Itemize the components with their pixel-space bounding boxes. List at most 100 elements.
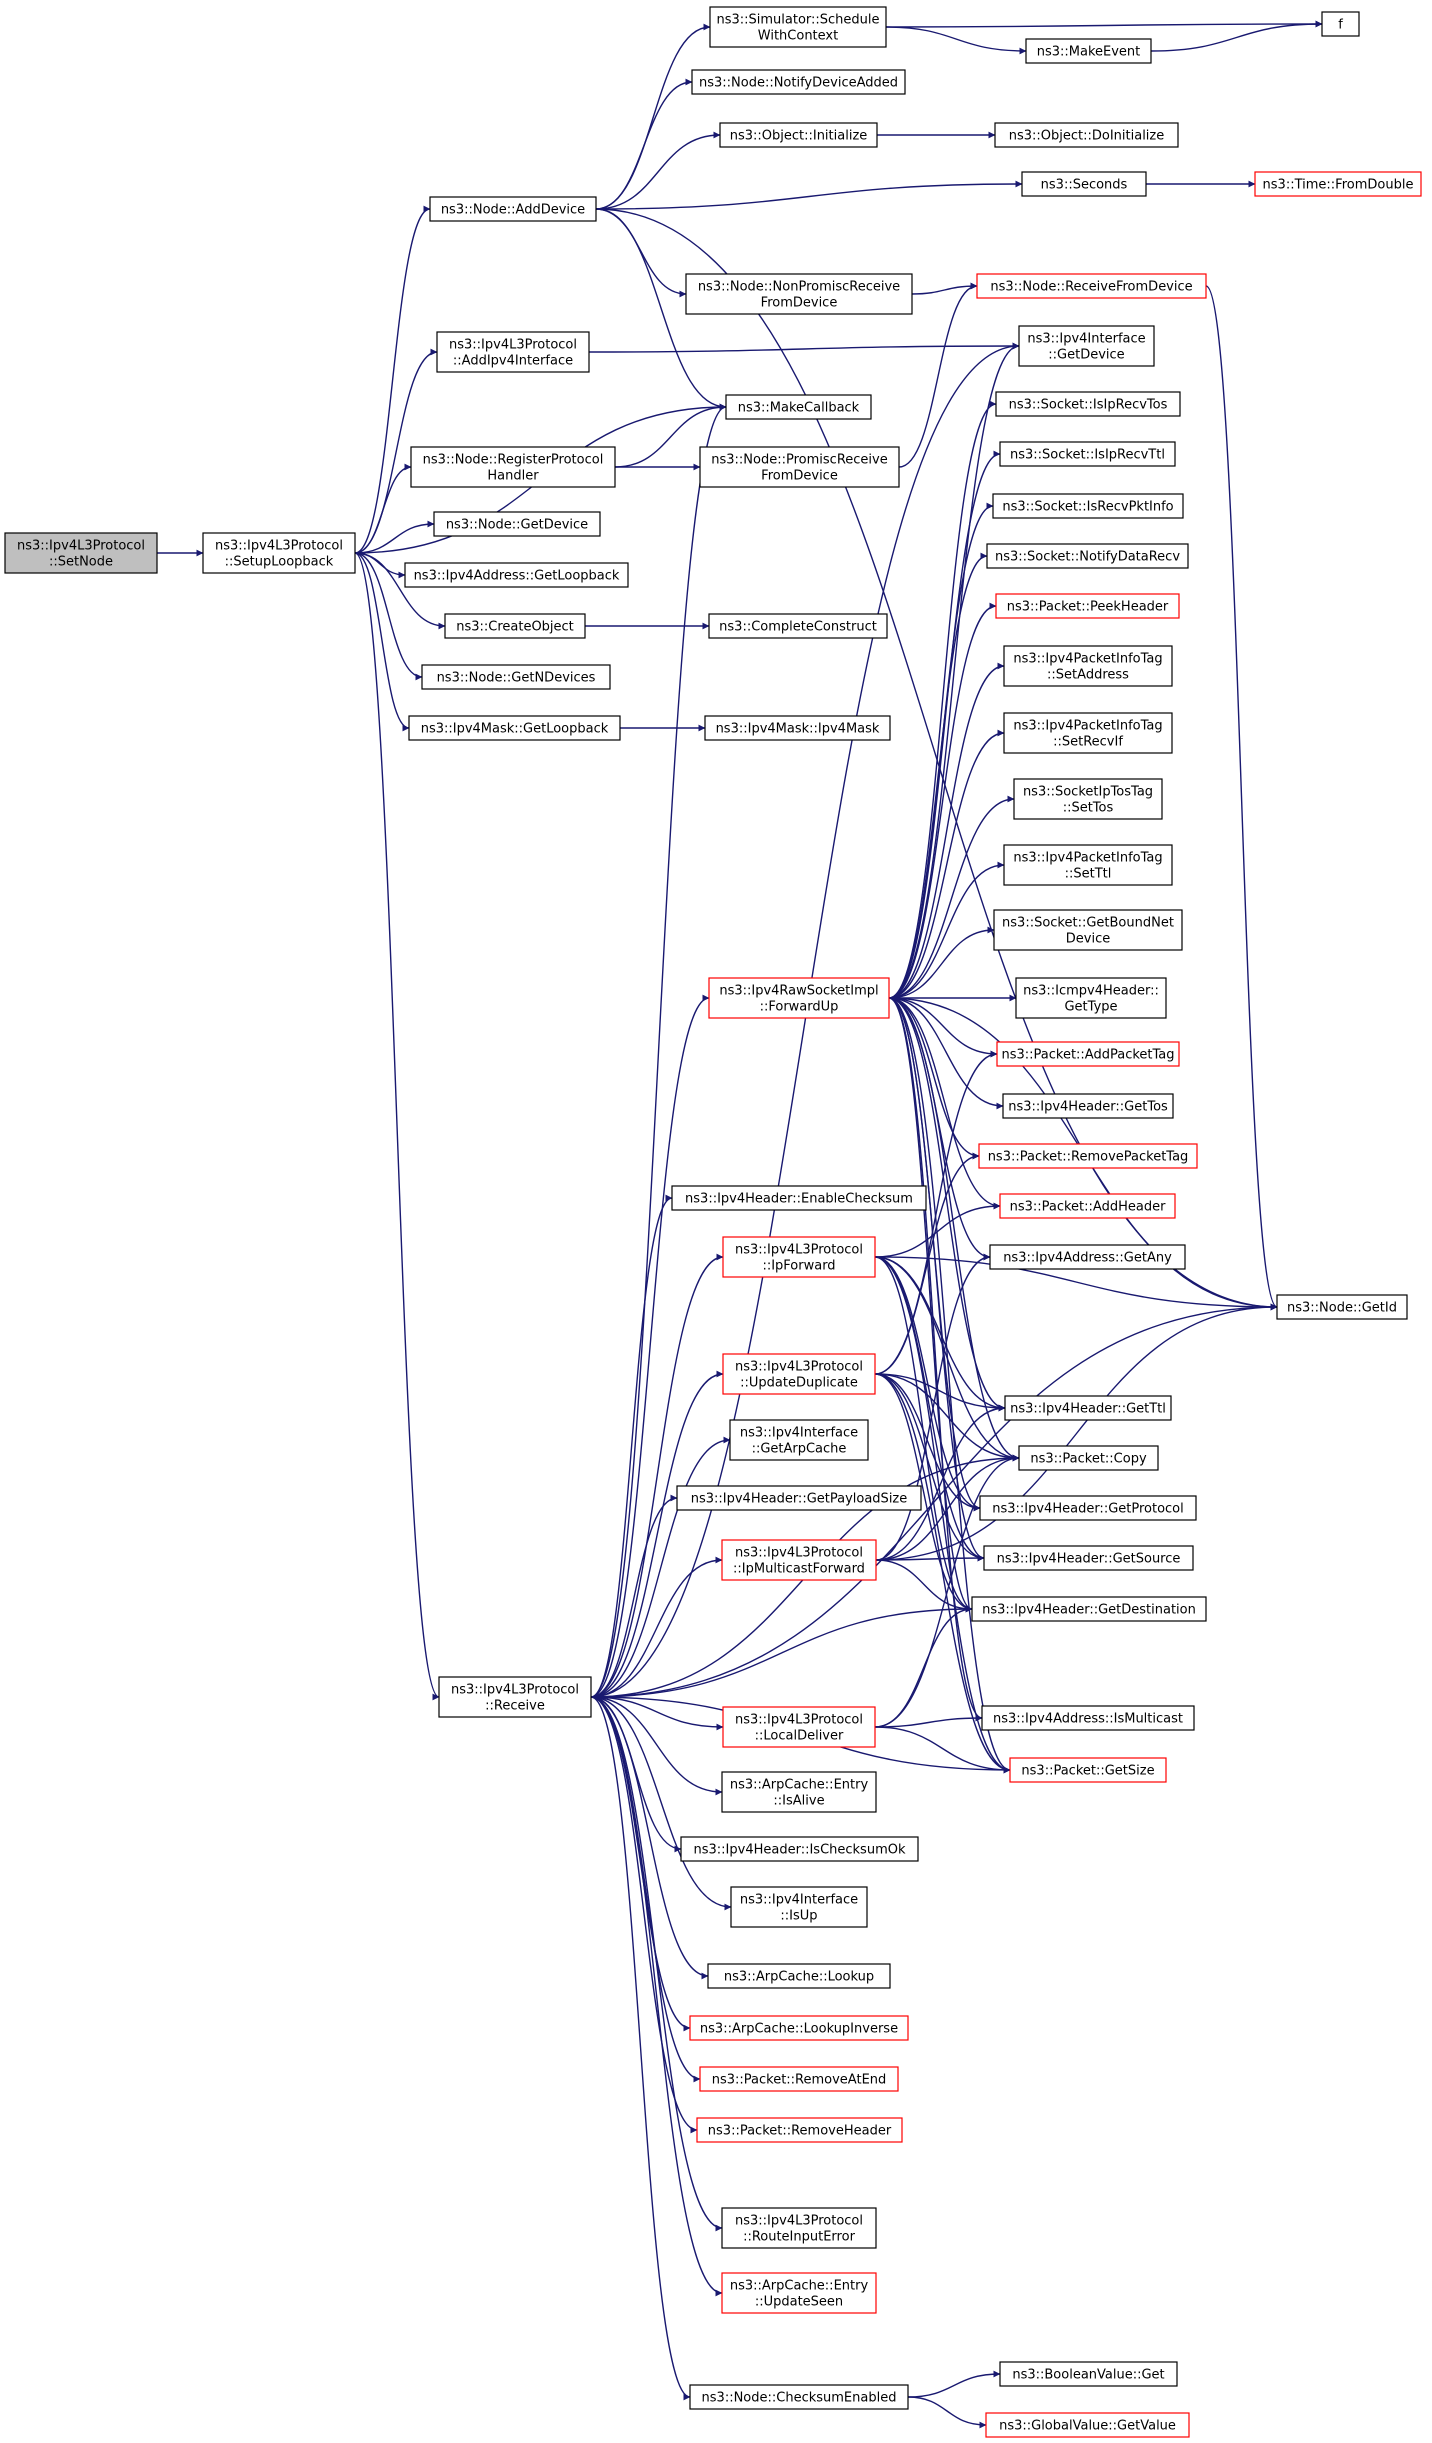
node-label-line: ns3::ArpCache::Lookup xyxy=(724,1970,874,1985)
node-ipv4header-get-tos[interactable]: ns3::Ipv4Header::GetTos xyxy=(1002,1093,1174,1119)
node-socket-notify-data-recv[interactable]: ns3::Socket::NotifyDataRecv xyxy=(986,543,1189,569)
node-node-checksum-enabled[interactable]: ns3::Node::ChecksumEnabled xyxy=(689,2384,909,2410)
node-packet-copy[interactable]: ns3::Packet::Copy xyxy=(1018,1445,1159,1471)
edge-register_protocol_handler-to-make_callback xyxy=(614,403,727,468)
node-ipv4address-is-multicast[interactable]: ns3::Ipv4Address::IsMulticast xyxy=(981,1705,1195,1731)
node-create-object[interactable]: ns3::CreateObject xyxy=(444,613,586,639)
node-ipv4interface-get-device[interactable]: ns3::Ipv4Interface::GetDevice xyxy=(1018,325,1155,367)
edge-node_add_device-to-notify_device_added xyxy=(595,78,693,210)
node-complete-construct[interactable]: ns3::CompleteConstruct xyxy=(708,613,888,639)
node-ipv4header-get-ttl[interactable]: ns3::Ipv4Header::GetTtl xyxy=(1004,1395,1172,1421)
node-local-deliver[interactable]: ns3::Ipv4L3Protocol::LocalDeliver xyxy=(722,1706,876,1748)
node-ipv4header-enable-checksum[interactable]: ns3::Ipv4Header::EnableChecksum xyxy=(671,1185,927,1211)
node-socket-is-ip-recv-ttl[interactable]: ns3::Socket::IsIpRecvTtl xyxy=(999,441,1176,467)
node-ipv4mask-get-loopback[interactable]: ns3::Ipv4Mask::GetLoopback xyxy=(408,715,621,741)
node-label-line: ns3::Ipv4Header::GetProtocol xyxy=(992,1502,1184,1517)
node-box xyxy=(685,273,913,315)
node-box xyxy=(1003,712,1173,754)
node-label-line: WithContext xyxy=(758,29,838,44)
node-socket-is-ip-recv-tos[interactable]: ns3::Socket::IsIpRecvTos xyxy=(995,391,1181,417)
node-arp-cache-entry-is-alive[interactable]: ns3::ArpCache::Entry::IsAlive xyxy=(721,1771,877,1813)
node-label-line: ns3::Ipv4Header::IsChecksumOk xyxy=(694,1843,906,1858)
node-packet-add-packet-tag[interactable]: ns3::Packet::AddPacketTag xyxy=(996,1041,1180,1067)
node-pkt-info-set-ttl[interactable]: ns3::Ipv4PacketInfoTag::SetTtl xyxy=(1003,844,1173,886)
node-boolean-value-get[interactable]: ns3::BooleanValue::Get xyxy=(999,2361,1178,2387)
node-ipv4header-get-source[interactable]: ns3::Ipv4Header::GetSource xyxy=(983,1545,1194,1571)
node-ipv4interface-is-up[interactable]: ns3::Ipv4Interface::IsUp xyxy=(730,1886,868,1928)
node-box xyxy=(983,1545,1194,1571)
edge-ip_multicast_forward-to-ipv4header_get_ttl xyxy=(875,1404,1006,1561)
node-label-line: ns3::Ipv4PacketInfoTag xyxy=(1013,719,1162,734)
node-packet-remove-packet-tag[interactable]: ns3::Packet::RemovePacketTag xyxy=(978,1143,1198,1169)
node-receive[interactable]: ns3::Ipv4L3Protocol::Receive xyxy=(438,1676,592,1718)
node-box xyxy=(1002,1093,1174,1119)
edge-raw_socket_forward_up-to-pkt_info_set_address xyxy=(888,662,1005,999)
node-notify-device-added[interactable]: ns3::Node::NotifyDeviceAdded xyxy=(691,69,906,95)
node-ipv4interface-get-arp-cache[interactable]: ns3::Ipv4Interface::GetArpCache xyxy=(729,1419,869,1461)
node-arp-cache-lookup-inverse[interactable]: ns3::ArpCache::LookupInverse xyxy=(689,2015,909,2041)
node-label-line: FromDevice xyxy=(761,296,838,311)
node-socket-ip-tos-tag-set-tos[interactable]: ns3::SocketIpTosTag::SetTos xyxy=(1013,778,1163,820)
node-object-initialize[interactable]: ns3::Object::Initialize xyxy=(719,122,878,148)
node-node-get-n-devices[interactable]: ns3::Node::GetNDevices xyxy=(421,664,611,690)
node-ipv4address-get-loopback[interactable]: ns3::Ipv4Address::GetLoopback xyxy=(404,562,629,588)
node-ipv4address-get-any[interactable]: ns3::Ipv4Address::GetAny xyxy=(989,1244,1186,1270)
node-box xyxy=(708,613,888,639)
node-pkt-info-set-address[interactable]: ns3::Ipv4PacketInfoTag::SetAddress xyxy=(1003,645,1173,687)
edge-local_deliver-to-ipv4header_get_destination xyxy=(874,1605,973,1728)
node-label-line: ns3::CompleteConstruct xyxy=(719,620,877,635)
node-set-node[interactable]: ns3::Ipv4L3Protocol::SetNode xyxy=(4,532,158,574)
node-socket-is-recv-pkt-info[interactable]: ns3::Socket::IsRecvPktInfo xyxy=(992,493,1184,519)
node-ipv4mask-ctor[interactable]: ns3::Ipv4Mask::Ipv4Mask xyxy=(704,715,891,741)
node-label-line: ns3::Ipv4L3Protocol xyxy=(735,2214,863,2229)
node-add-ipv4-interface[interactable]: ns3::Ipv4L3Protocol::AddIpv4Interface xyxy=(436,331,590,373)
edge-raw_socket_forward_up-to-pkt_info_set_ttl xyxy=(888,861,1005,999)
node-node-get-id[interactable]: ns3::Node::GetId xyxy=(1276,1294,1408,1320)
edge-update_duplicate-to-ipv4header_get_protocol xyxy=(874,1373,981,1512)
node-ipv4header-get-payload-size[interactable]: ns3::Ipv4Header::GetPayloadSize xyxy=(676,1485,922,1511)
node-label-line: ns3::Ipv4PacketInfoTag xyxy=(1013,652,1162,667)
node-ip-forward[interactable]: ns3::Ipv4L3Protocol::IpForward xyxy=(722,1236,876,1278)
node-make-event[interactable]: ns3::MakeEvent xyxy=(1025,38,1152,64)
node-route-input-error[interactable]: ns3::Ipv4L3Protocol::RouteInputError xyxy=(721,2207,877,2249)
node-label-line: ns3::CreateObject xyxy=(456,620,574,635)
node-icmpv4-header-get-type[interactable]: ns3::Icmpv4Header::GetType xyxy=(1015,977,1167,1019)
node-setup-loopback[interactable]: ns3::Ipv4L3Protocol::SetupLoopback xyxy=(202,532,356,574)
node-time-from-double[interactable]: ns3::Time::FromDouble xyxy=(1254,171,1422,197)
node-packet-add-header[interactable]: ns3::Packet::AddHeader xyxy=(999,1193,1176,1219)
node-object-do-initialize[interactable]: ns3::Object::DoInitialize xyxy=(994,122,1179,148)
node-box xyxy=(989,1244,1186,1270)
node-ip-multicast-forward[interactable]: ns3::Ipv4L3Protocol::IpMulticastForward xyxy=(721,1539,877,1581)
node-packet-peek-header[interactable]: ns3::Packet::PeekHeader xyxy=(995,593,1180,619)
node-update-duplicate[interactable]: ns3::Ipv4L3Protocol::UpdateDuplicate xyxy=(722,1353,876,1395)
node-arp-cache-lookup[interactable]: ns3::ArpCache::Lookup xyxy=(707,1963,891,1989)
node-seconds[interactable]: ns3::Seconds xyxy=(1021,171,1147,197)
node-packet-get-size[interactable]: ns3::Packet::GetSize xyxy=(1009,1757,1167,1783)
node-box xyxy=(979,1495,1197,1521)
node-make-callback[interactable]: ns3::MakeCallback xyxy=(725,394,872,420)
node-global-value-get-value[interactable]: ns3::GlobalValue::GetValue xyxy=(985,2412,1190,2438)
node-box xyxy=(1276,1294,1408,1320)
edge-setup_loopback-to-node_get_n_devices xyxy=(354,552,423,681)
node-box xyxy=(722,1236,876,1278)
node-label-line: ns3::Packet::AddHeader xyxy=(1010,1200,1166,1215)
node-label-line: FromDevice xyxy=(761,469,838,484)
node-pkt-info-set-recv-if[interactable]: ns3::Ipv4PacketInfoTag::SetRecvIf xyxy=(1003,712,1173,754)
node-node-add-device[interactable]: ns3::Node::AddDevice xyxy=(429,196,597,222)
edge-raw_socket_forward_up-to-socket_ip_tos_tag_set_tos xyxy=(888,795,1015,999)
node-arp-cache-entry-update-seen[interactable]: ns3::ArpCache::Entry::UpdateSeen xyxy=(721,2272,877,2314)
node-ipv4header-get-protocol[interactable]: ns3::Ipv4Header::GetProtocol xyxy=(979,1495,1197,1521)
node-f[interactable]: f xyxy=(1321,11,1360,37)
node-raw-socket-forward-up[interactable]: ns3::Ipv4RawSocketImpl::ForwardUp xyxy=(708,977,890,1019)
node-node-get-device[interactable]: ns3::Node::GetDevice xyxy=(433,511,601,537)
node-node-receive-from-device[interactable]: ns3::Node::ReceiveFromDevice xyxy=(976,273,1207,299)
node-ipv4header-is-checksum-ok[interactable]: ns3::Ipv4Header::IsChecksumOk xyxy=(680,1836,919,1862)
node-packet-remove-at-end[interactable]: ns3::Packet::RemoveAtEnd xyxy=(699,2066,899,2092)
node-ipv4header-get-destination[interactable]: ns3::Ipv4Header::GetDestination xyxy=(971,1596,1207,1622)
node-packet-remove-header[interactable]: ns3::Packet::RemoveHeader xyxy=(696,2117,903,2143)
